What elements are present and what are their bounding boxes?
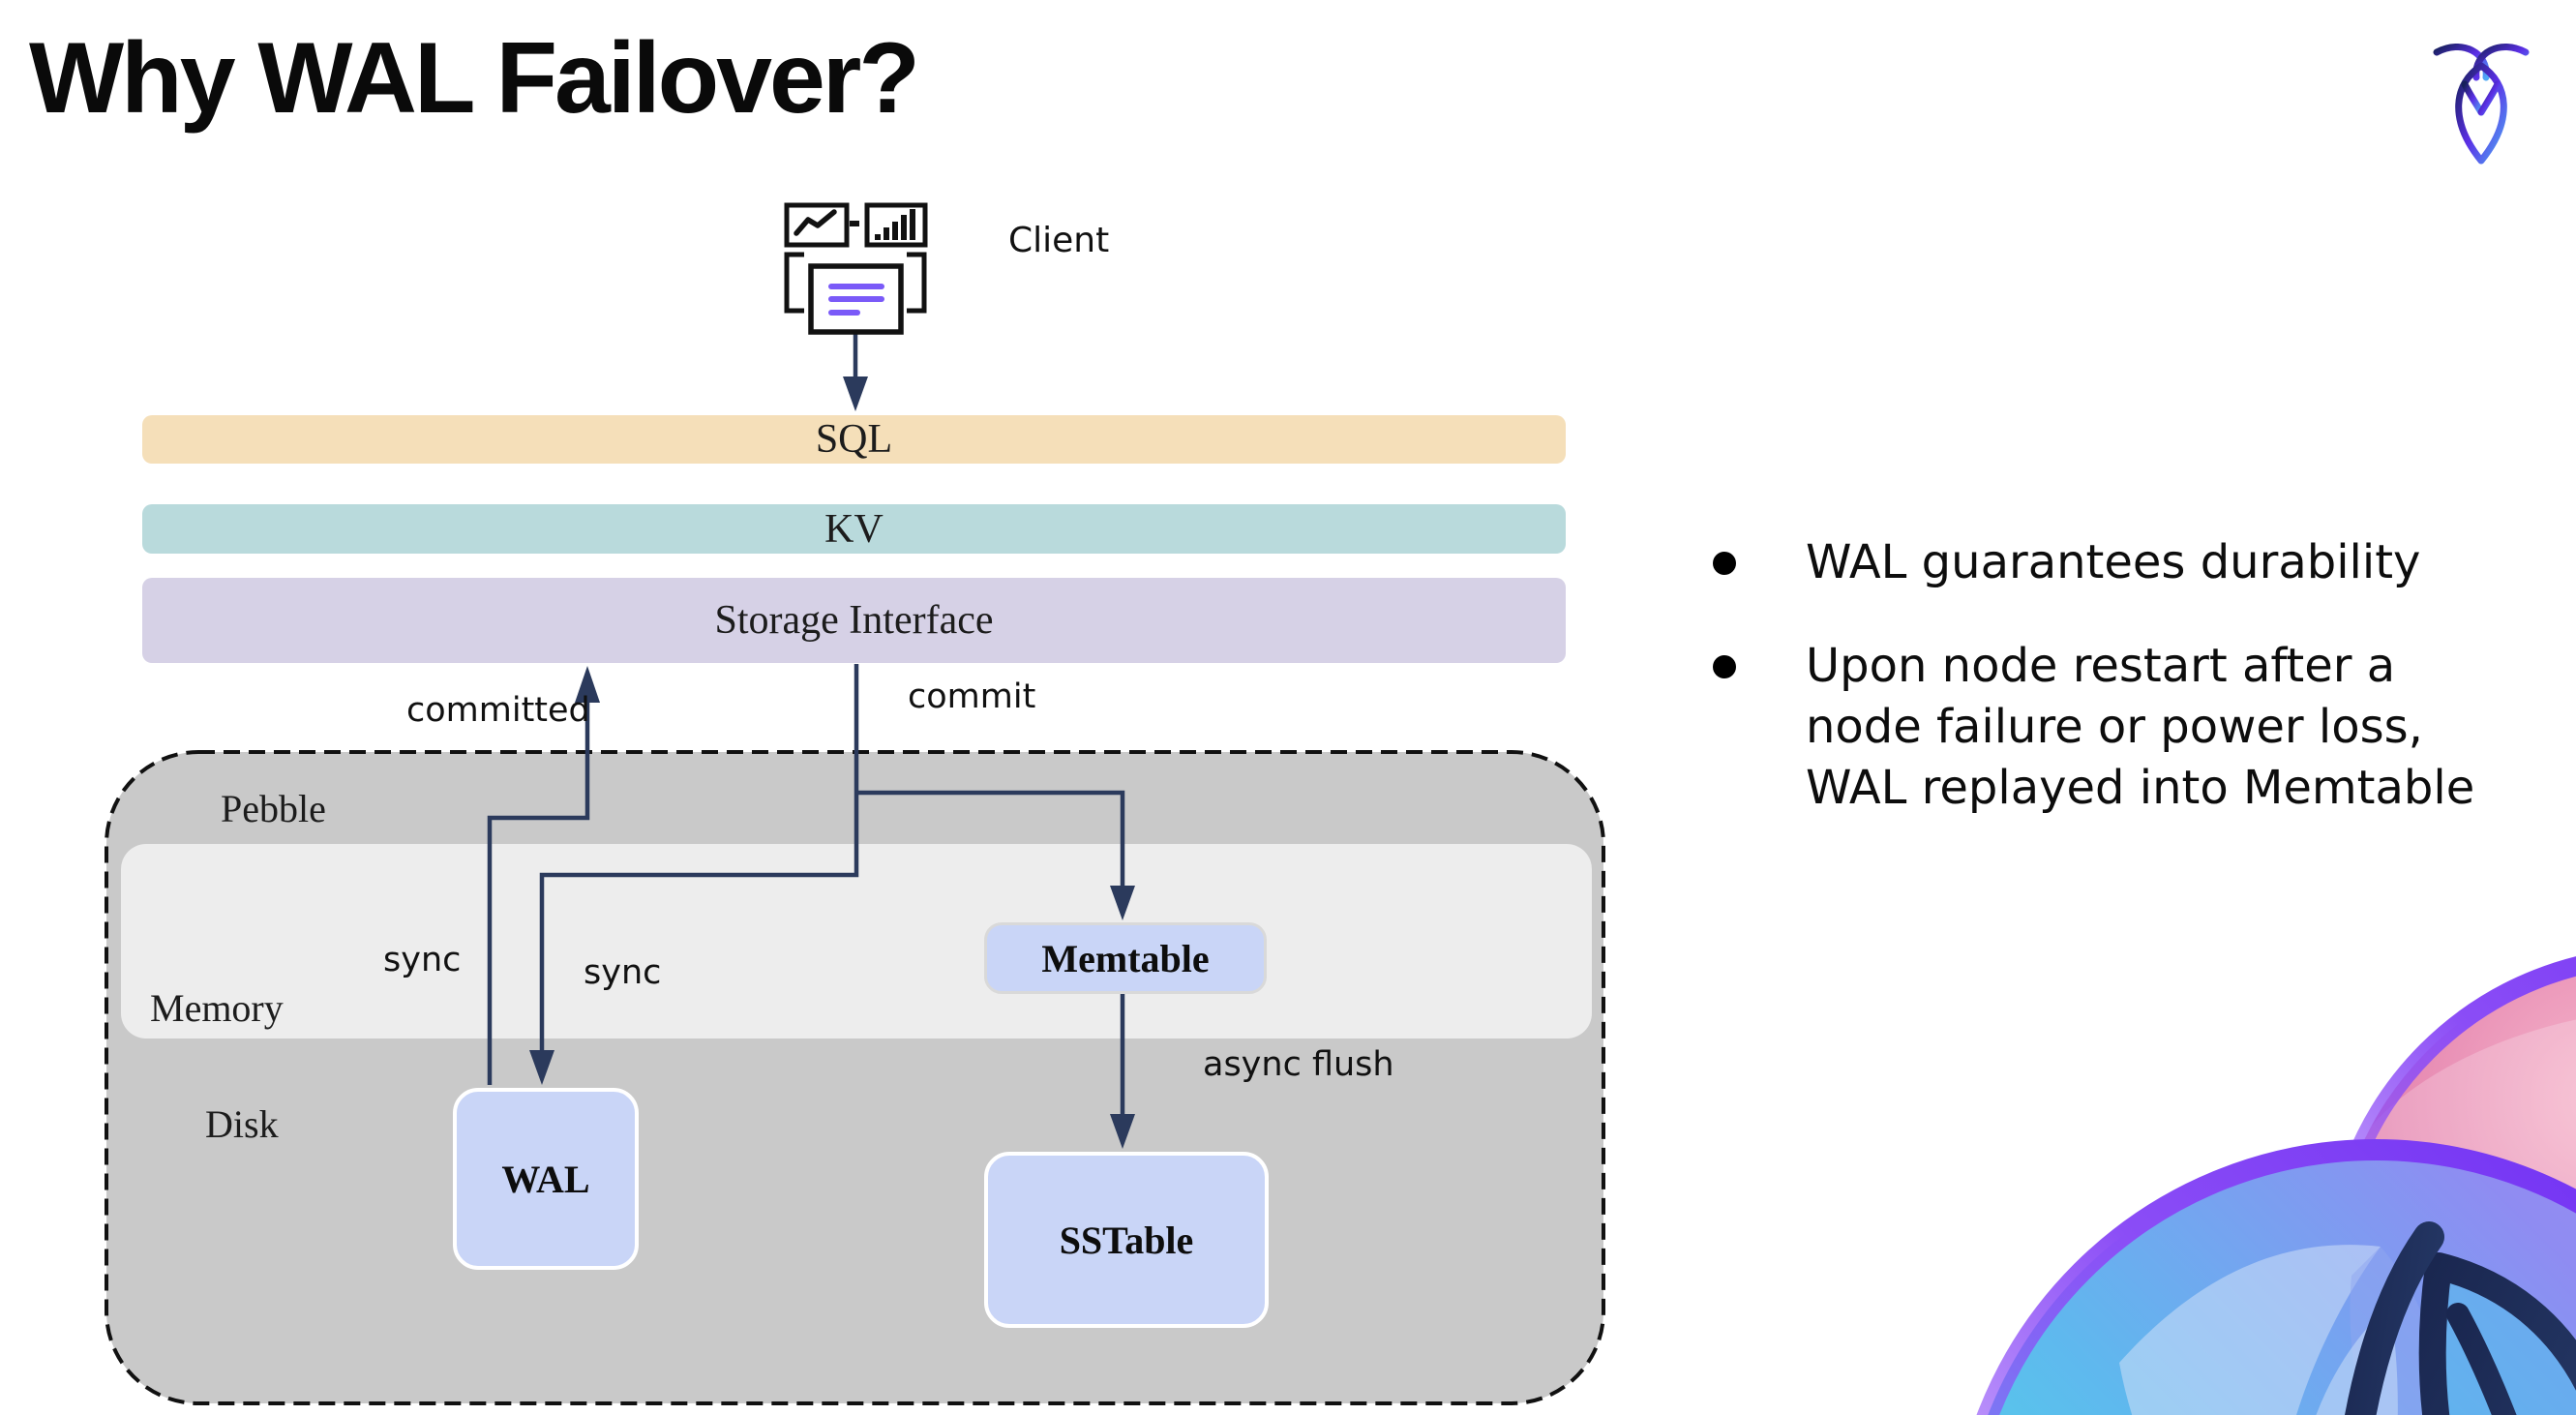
sync-right-edge-label: sync [584,953,662,992]
wal-node-label: WAL [501,1157,590,1201]
pebble-label: Pebble [221,787,326,830]
commit-edge-label: commit [908,677,1036,716]
brand-artwork [1976,956,2576,1415]
edge-commit-to-memtable [856,790,1125,888]
arrowhead-into-storage [575,666,600,703]
arrowhead-into-memtable [1110,886,1135,920]
client-label: Client [1008,221,1110,260]
bullet-list: WAL guarantees durability Upon node rest… [1713,532,2487,861]
storage-interface-label: Storage Interface [714,598,994,643]
arrowhead-into-sstable [1110,1114,1135,1149]
bullet-item-2: Upon node restart after a node failure o… [1713,636,2487,819]
edge-committed [487,699,590,1085]
bullet-text-2: Upon node restart after a node failure o… [1806,638,2475,815]
storage-interface-bar: Storage Interface [142,578,1566,663]
memtable-node: Memtable [984,922,1267,994]
document-icon [808,263,904,335]
bullet-dot [1713,552,1736,575]
bullet-dot [1713,654,1736,678]
cockroach-leaf-pattern [2316,1221,2576,1415]
kv-layer-bar: KV [142,504,1566,554]
kv-layer-label: KV [824,506,884,552]
edge-commit-trunk [539,664,859,1053]
memory-label: Memory [150,986,284,1030]
page-title: Why WAL Failover? [29,22,920,135]
client-icon [784,202,928,335]
wal-node: WAL [453,1088,639,1270]
async-flush-edge-label: async flush [1203,1045,1394,1084]
dash-separator [850,221,859,226]
sql-layer-bar: SQL [142,415,1566,464]
disk-label: Disk [205,1102,279,1146]
sql-layer-label: SQL [815,417,893,462]
line-chart-icon [784,202,850,248]
committed-edge-label: committed [406,691,590,730]
sync-left-edge-label: sync [383,941,462,979]
bullet-text-1: WAL guarantees durability [1806,535,2421,589]
memtable-node-label: Memtable [1041,936,1210,980]
arrowhead-into-sql [843,376,868,411]
sstable-node: SSTable [984,1152,1269,1328]
sstable-node-label: SSTable [1059,1218,1194,1262]
bullet-item-1: WAL guarantees durability [1713,532,2487,593]
brackets [784,252,927,314]
arrowhead-into-wal [529,1050,554,1085]
cockroachdb-logo-icon [2433,44,2530,165]
bar-chart-icon [864,202,928,248]
